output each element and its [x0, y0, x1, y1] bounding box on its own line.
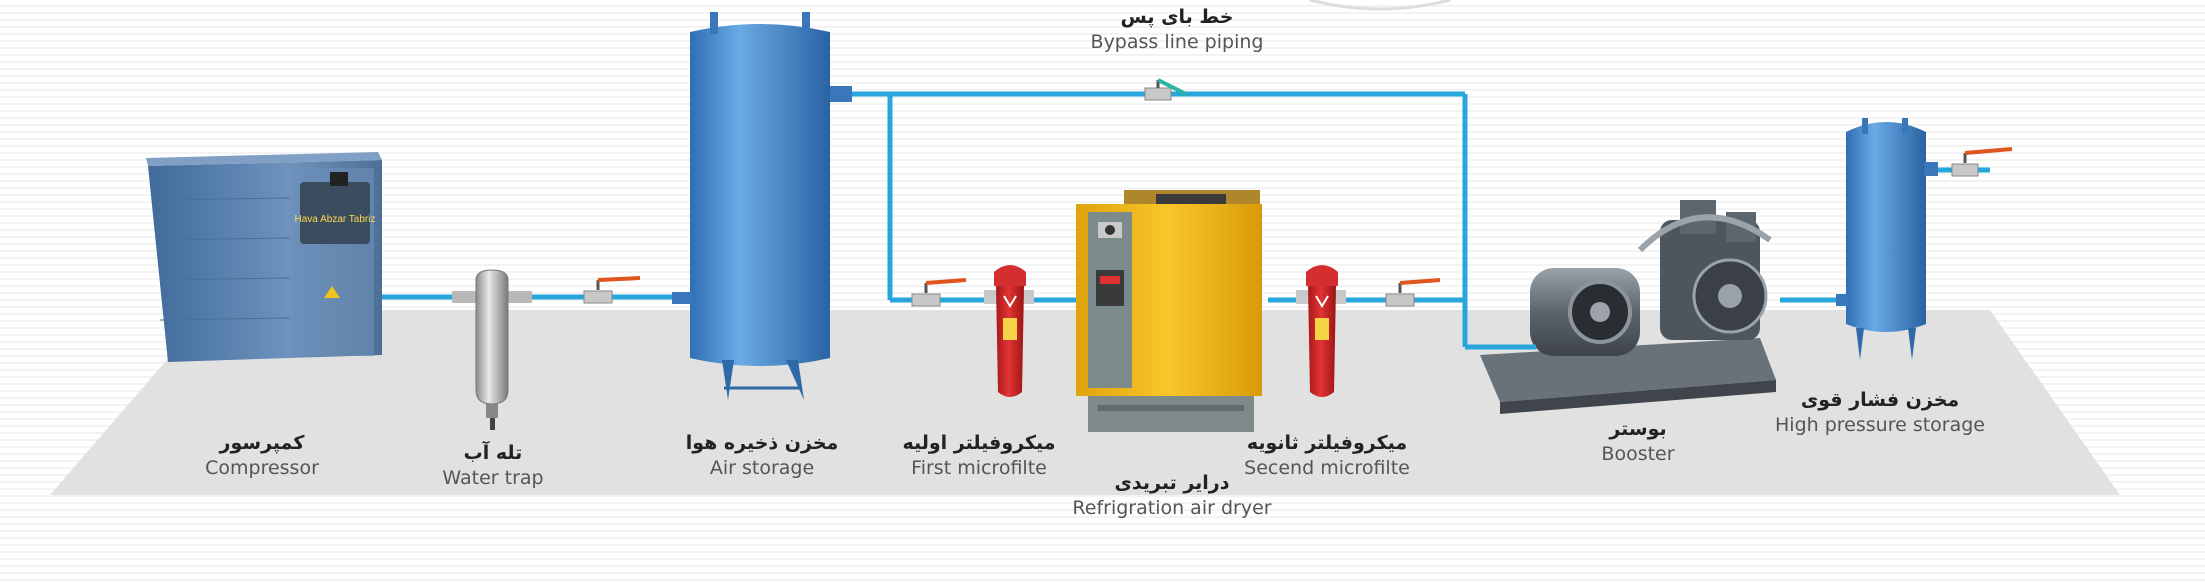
compressor-label: کمپرسور Compressor: [205, 432, 319, 479]
second-filter-label-en: Secend microfilte: [1244, 457, 1410, 479]
air-storage-tank: [672, 12, 852, 400]
refrigeration-dryer: [1076, 190, 1262, 432]
air-storage-label-en: Air storage: [709, 457, 815, 479]
valve-icon: [583, 276, 641, 304]
bypass-label: خط بای پس Bypass line piping: [1091, 6, 1264, 53]
compressor-label-en: Compressor: [205, 457, 319, 479]
hp-storage-label-fa: مخزن فشار قوی: [1800, 389, 1960, 411]
compressor-label-fa: کمپرسور: [219, 432, 305, 454]
booster-label-fa: بوستر: [1609, 418, 1667, 440]
water-trap-label-fa: تله آب: [463, 442, 523, 464]
second-filter-label: میکروفیلتر ثانویه Secend microfilte: [1244, 432, 1410, 479]
compressor: Hava Abzar Tabriz: [146, 152, 382, 362]
hp-storage-label-en: High pressure storage: [1775, 414, 1985, 436]
hp-storage-label: مخزن فشار قوی High pressure storage: [1775, 389, 1985, 436]
valve-icon: [1951, 147, 2013, 177]
first-microfilter: [984, 265, 1034, 397]
first-filter-label-fa: میکروفیلتر اولیه: [902, 432, 1056, 454]
dryer-label: درایر تبریدی Refrigration air dryer: [1072, 472, 1271, 519]
water-trap: [452, 269, 532, 430]
booster: [1480, 200, 1776, 414]
bypass-valve-icon: [1144, 78, 1187, 101]
top-arc-decoration: [1309, 0, 1451, 11]
first-filter-label: میکروفیلتر اولیه First microfilte: [902, 432, 1055, 479]
dryer-label-fa: درایر تبریدی: [1114, 472, 1230, 494]
high-pressure-storage-tank: [1836, 118, 1938, 360]
first-filter-label-en: First microfilte: [911, 457, 1047, 479]
second-filter-label-fa: میکروفیلتر ثانویه: [1246, 432, 1408, 454]
booster-label-en: Booster: [1601, 443, 1675, 465]
air-storage-label-fa: مخزن ذخیره هوا: [685, 432, 839, 454]
valve-icon: [911, 278, 967, 307]
booster-label: بوستر Booster: [1601, 418, 1674, 465]
water-trap-label-en: Water trap: [442, 467, 544, 489]
compressor-badge: Hava Abzar Tabriz: [295, 214, 376, 225]
dryer-label-en: Refrigration air dryer: [1072, 497, 1272, 519]
bypass-label-fa: خط بای پس: [1120, 6, 1234, 28]
air-storage-label: مخزن ذخیره هوا Air storage: [686, 432, 839, 479]
water-trap-label: تله آب Water trap: [442, 442, 543, 489]
bypass-label-en: Bypass line piping: [1090, 31, 1264, 53]
second-microfilter: [1296, 265, 1346, 397]
valve-icon: [1385, 278, 1441, 307]
